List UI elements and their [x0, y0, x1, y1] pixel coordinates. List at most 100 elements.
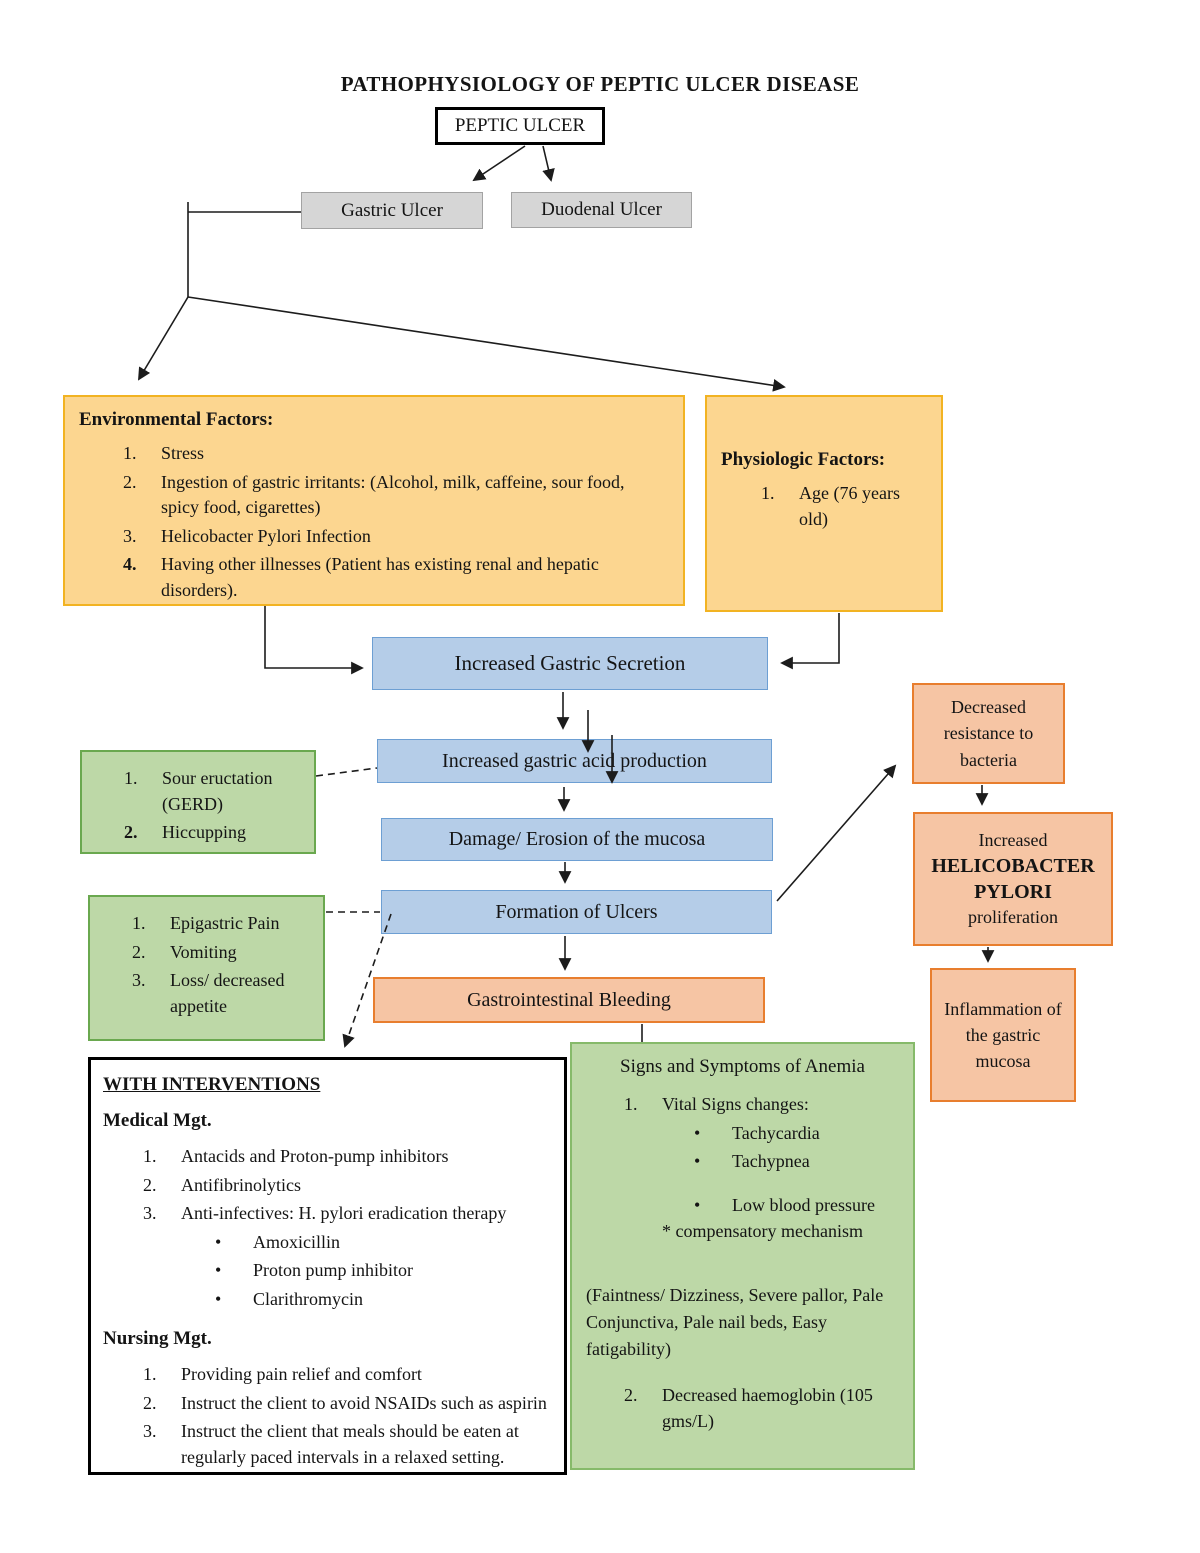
physiologic-factors-box: Physiologic Factors: 1.Age (76 years old… [705, 395, 943, 612]
anemia-paren: (Faintness/ Dizziness, Severe pallor, Pa… [586, 1285, 884, 1360]
list-marker: 1. [143, 1146, 157, 1166]
damage-erosion-box: Damage/ Erosion of the mucosa [381, 818, 773, 861]
list-marker: 1. [123, 443, 137, 463]
list-text: Instruct the client that meals should be… [181, 1421, 519, 1467]
list-text: Instruct the client to avoid NSAIDs such… [181, 1392, 547, 1413]
list-text: Anti-infectives: H. pylori eradication t… [181, 1203, 507, 1224]
list-text: Decreased haemoglobin (105 gms/L) [662, 1385, 873, 1431]
list-marker: 2. [123, 471, 137, 492]
arrow-to-environmental [138, 296, 189, 381]
gastrointestinal-bleeding-box: Gastrointestinal Bleeding [373, 977, 765, 1023]
arrow-peptic-to-gastric [472, 145, 526, 182]
anemia-item2: 2. Decreased haemoglobin (105 gms/L) [582, 1383, 903, 1434]
anemia-item1: 1. Vital Signs changes: [582, 1092, 903, 1118]
arrow-formation-to-resistance [776, 764, 897, 902]
list-marker: • [215, 1288, 222, 1309]
list-marker: 2. [124, 822, 138, 843]
list-marker: 2. [143, 1392, 157, 1413]
list-item: • Proton pump inhibitor [215, 1258, 552, 1284]
list-item: 1.Age (76 years old) [761, 481, 927, 532]
list-item: 2. Instruct the client to avoid NSAIDs su… [143, 1391, 552, 1417]
arrow-env-to-secretion [264, 606, 364, 675]
increased-gastric-acid-box: Increased gastric acid production [377, 739, 772, 783]
anemia-vital-bullets: •Tachycardia • Tachypnea [582, 1121, 903, 1175]
decreased-resistance-box: Decreased resistance to bacteria [912, 683, 1065, 784]
list-item: 2. Ingestion of gastric irritants: (Alcoh… [123, 470, 669, 521]
list-marker: 3. [143, 1203, 157, 1224]
proliferation-line: proliferation [968, 907, 1058, 927]
list-marker: 3. [132, 970, 146, 991]
list-text: Ingestion of gastric irritants: (Alcohol… [161, 471, 625, 518]
list-item: 4. Having other illnesses (Patient has ex… [123, 552, 669, 603]
list-marker: 1. [624, 1094, 638, 1114]
physiologic-factors-list: 1.Age (76 years old) [721, 481, 927, 532]
list-item: 1.Providing pain relief and comfort [143, 1362, 552, 1388]
formation-of-ulcers-box: Formation of Ulcers [381, 890, 772, 934]
list-marker: 2. [143, 1174, 157, 1195]
gerd-symptoms-list: 1. Sour eructation (GERD) 2. Hiccupping [84, 766, 306, 846]
list-text: Clarithromycin [253, 1288, 363, 1309]
environmental-factors-list: 1. Stress 2. Ingestion of gastric irritants… [79, 441, 669, 603]
anemia-lowbp-bullet: •Low blood pressure [582, 1193, 903, 1219]
bullet-marker: • [694, 1194, 701, 1215]
list-item: •Amoxicillin [215, 1230, 552, 1256]
duodenal-ulcer-box: Duodenal Ulcer [511, 192, 692, 228]
list-marker: 4. [123, 554, 137, 575]
pylori-line-bold: PYLORI [974, 881, 1052, 903]
list-text: Vital Signs changes: [662, 1094, 809, 1114]
list-text: Sour eructation (GERD) [162, 768, 273, 814]
list-marker: 2. [624, 1385, 638, 1406]
anemia-heading: Signs and Symptoms of Anemia [620, 1056, 865, 1077]
list-text: Antacids and Proton-pump inhibitors [181, 1146, 449, 1166]
list-text: Tachycardia [732, 1122, 820, 1143]
list-item: •Tachycardia [694, 1121, 903, 1147]
list-text: Tachypnea [732, 1151, 810, 1172]
list-item: 1. Epigastric Pain [132, 911, 315, 937]
physiologic-factors-heading: Physiologic Factors: [721, 449, 886, 470]
list-item: 1. Stress [123, 441, 669, 467]
list-text: Epigastric Pain [170, 913, 280, 933]
list-marker: 3. [143, 1421, 157, 1442]
list-text: Providing pain relief and comfort [181, 1364, 422, 1385]
medical-mgt-heading: Medical Mgt. [103, 1110, 212, 1131]
list-item: 3. Anti-infectives: H. pylori eradication… [143, 1201, 552, 1227]
list-text: Helicobacter Pylori Infection [161, 525, 371, 546]
anemia-box: Signs and Symptoms of Anemia 1. Vital Sig… [570, 1042, 915, 1470]
list-marker: 1. [132, 913, 146, 933]
list-text: Age (76 years old) [799, 483, 900, 529]
list-item: • Clarithromycin [215, 1287, 552, 1313]
list-item: 3.Loss/ decreased appetite [132, 968, 315, 1019]
dashed-gerd-link [315, 767, 378, 777]
helicobacter-line: Increased [978, 829, 1048, 850]
helicobacter-line-bold: HELICOBACTER [931, 855, 1095, 877]
medical-mgt-sublist: •Amoxicillin • Proton pump inhibitor • Clari… [103, 1230, 552, 1313]
list-marker: 2. [132, 941, 146, 962]
list-marker: • [215, 1260, 222, 1281]
list-item: 2.Vomiting [132, 940, 315, 966]
inflammation-box: Inflammation of the gastric mucosa [930, 968, 1076, 1102]
list-marker: 1. [124, 768, 138, 788]
page-title: PATHOPHYSIOLOGY OF PEPTIC ULCER DISEASE [340, 72, 860, 96]
list-item: 3. Instruct the client that meals should … [143, 1419, 552, 1470]
nursing-mgt-heading: Nursing Mgt. [103, 1328, 212, 1350]
list-text: Proton pump inhibitor [253, 1260, 414, 1281]
list-marker: 3. [123, 525, 137, 546]
arrow-peptic-to-duodenal [542, 145, 555, 182]
list-marker: • [694, 1151, 701, 1172]
increased-gastric-secretion-box: Increased Gastric Secretion [372, 637, 768, 690]
list-text: Stress [161, 443, 205, 463]
list-item: 1. Sour eructation (GERD) [124, 766, 306, 817]
medical-mgt-list: 1. Antacids and Proton-pump inhibitors 2. A… [103, 1144, 552, 1227]
list-text: Hiccupping [162, 822, 246, 843]
interventions-heading: WITH INTERVENTIONS [103, 1074, 321, 1095]
list-item: • Tachypnea [694, 1149, 903, 1175]
list-item: 1. Antacids and Proton-pump inhibitors [143, 1144, 552, 1170]
list-text: Antifibrinolytics [181, 1174, 301, 1195]
arrow-phys-to-secretion [780, 613, 840, 670]
list-item: 2. Hiccupping [124, 820, 306, 846]
list-text: Having other illnesses (Patient has exis… [161, 554, 599, 600]
